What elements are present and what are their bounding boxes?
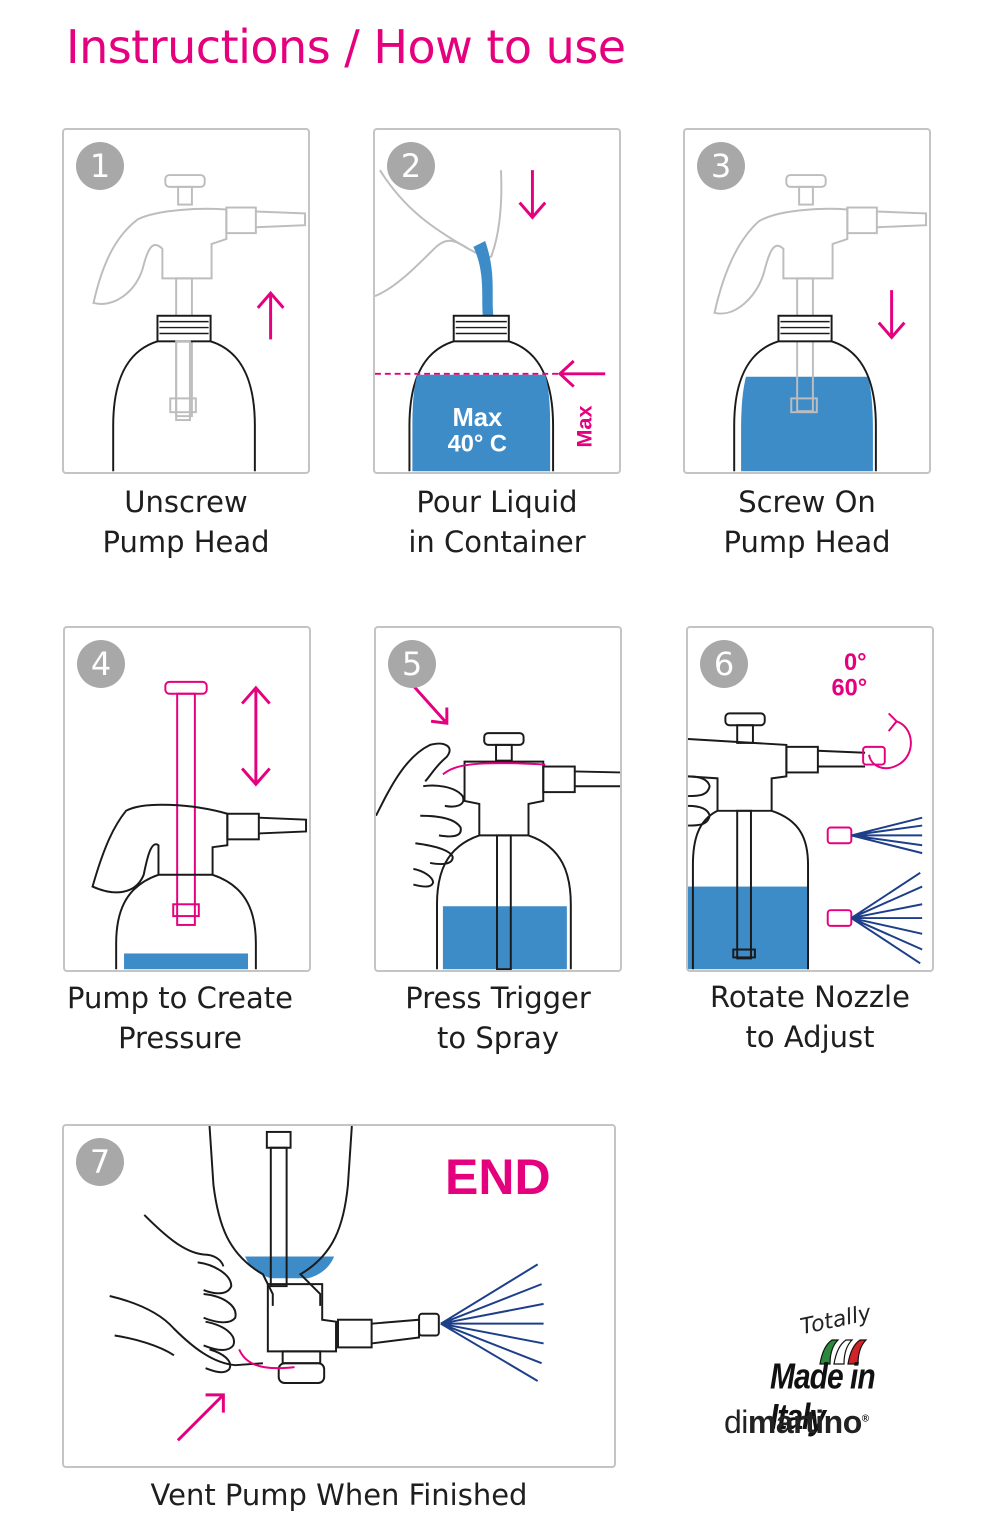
- vent-spray-icon: [440, 1263, 544, 1382]
- narrow-spray-icon: [851, 816, 923, 855]
- step-5-badge: 5: [388, 640, 436, 688]
- rotate-icon: [868, 712, 912, 770]
- step-5-illustration: [376, 684, 620, 970]
- step-5-panel: 5: [374, 626, 622, 972]
- step-4-panel: 4: [63, 626, 311, 972]
- step-7-caption-line1: Vent Pump When Finished: [150, 1478, 528, 1512]
- step-3-badge: 3: [697, 142, 745, 190]
- logo-made-in: Made in Italy: [770, 1357, 876, 1438]
- step-4-badge: 4: [77, 640, 125, 688]
- step-3-panel: 3: [683, 128, 931, 474]
- side-max-label: Max: [571, 406, 596, 448]
- up-arrow-icon: [256, 290, 285, 340]
- step-4-caption-line1: Pump to Create: [67, 981, 293, 1015]
- step-2-caption-line2: in Container: [408, 525, 586, 559]
- step-5-caption-line1: Press Trigger: [405, 981, 591, 1015]
- up-down-arrow-icon: [240, 685, 271, 787]
- step-3-illustration: [713, 174, 928, 472]
- step-6-caption-line2: to Adjust: [745, 1020, 875, 1054]
- step-7-caption: Vent Pump When Finished: [62, 1475, 616, 1515]
- step-2-badge: 2: [387, 142, 435, 190]
- step-2-panel: Max 40° C Max 2: [373, 128, 621, 474]
- step-3-caption-line2: Pump Head: [723, 525, 891, 559]
- page-title: Instructions / How to use: [66, 20, 626, 74]
- logo-tagline: Totally: [798, 1300, 874, 1341]
- step-7-panel: 7: [62, 1124, 616, 1468]
- wide-spray-icon: [850, 871, 923, 965]
- step-1-caption: Unscrew Pump Head: [62, 482, 310, 562]
- step-6-caption-line1: Rotate Nozzle: [710, 980, 910, 1014]
- step-3-caption: Screw On Pump Head: [683, 482, 931, 562]
- step-1-caption-line1: Unscrew: [124, 485, 248, 519]
- step-6-illustration: 0° 60°: [688, 650, 923, 970]
- step-2-caption: Pour Liquid in Container: [373, 482, 621, 562]
- step-6-caption: Rotate Nozzle to Adjust: [686, 977, 934, 1057]
- step-3-caption-line1: Screw On: [738, 485, 876, 519]
- step-2-illustration: Max 40° C Max: [375, 169, 606, 472]
- italian-flag-icon: [819, 1339, 868, 1365]
- angle-60-label: 60°: [832, 676, 868, 702]
- end-label: END: [445, 1149, 551, 1205]
- step-4-illustration: [91, 680, 308, 970]
- step-6-panel: 0° 60° 6: [686, 626, 934, 972]
- brand-name-part-a: di: [724, 1404, 748, 1440]
- step-7-badge: 7: [76, 1138, 124, 1186]
- step-4-caption-line2: Pressure: [118, 1021, 242, 1055]
- temp-label: 40° C: [448, 432, 507, 458]
- step-7-illustration: [109, 1126, 544, 1442]
- liquid-stream: [473, 240, 496, 328]
- diagonal-up-arrow-icon: [176, 1393, 225, 1442]
- left-arrow-icon: [557, 359, 606, 388]
- angle-0-label: 0°: [844, 650, 867, 676]
- step-6-badge: 6: [700, 640, 748, 688]
- max-label: Max: [452, 404, 503, 432]
- step-1-caption-line2: Pump Head: [102, 525, 270, 559]
- liquid-fill: [412, 374, 551, 472]
- step-5-caption: Press Trigger to Spray: [374, 978, 622, 1058]
- brand-name-part-b: martino: [747, 1404, 862, 1440]
- diagonal-arrow-icon: [412, 684, 449, 725]
- step-4-caption: Pump to Create Pressure: [56, 978, 304, 1058]
- brand-name: dimartino®: [724, 1404, 869, 1441]
- step-1-illustration: [92, 174, 307, 472]
- made-in-italy-logo: Totally Made in Italy dimartino®: [718, 1300, 928, 1450]
- down-arrow-icon: [877, 290, 906, 340]
- registered-mark: ®: [861, 1413, 869, 1425]
- step-5-caption-line2: to Spray: [436, 1021, 559, 1055]
- step-1-badge: 1: [76, 142, 124, 190]
- step-2-caption-line1: Pour Liquid: [416, 485, 578, 519]
- step-1-panel: 1: [62, 128, 310, 474]
- down-arrow-icon: [518, 170, 547, 220]
